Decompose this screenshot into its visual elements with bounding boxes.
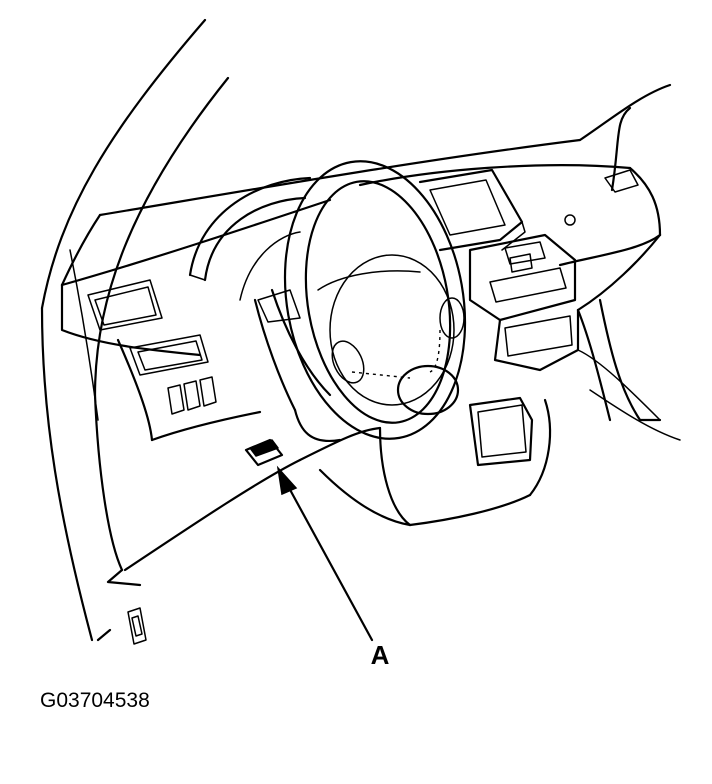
center-display (418, 168, 526, 252)
callout-label-a: A (371, 640, 390, 670)
instrument-cluster (188, 176, 312, 301)
center-console (318, 308, 580, 527)
left-dash-panel (60, 279, 262, 442)
component-a (244, 438, 284, 467)
a-pillar (40, 18, 230, 642)
steering-wheel (283, 160, 467, 440)
steering-column (253, 288, 342, 443)
passenger-dash (576, 298, 681, 441)
knee-panel (96, 426, 382, 645)
center-controls (468, 214, 662, 322)
callout-arrow-icon (276, 465, 374, 642)
dashboard-top (60, 164, 662, 312)
figure-code: G03704538 (40, 689, 150, 712)
windshield-base (98, 83, 672, 217)
